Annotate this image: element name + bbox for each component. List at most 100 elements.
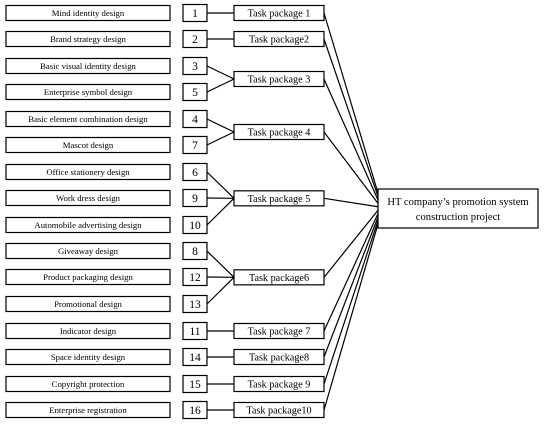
task-package-label: Task package 4 [248, 128, 311, 139]
package-to-goal-line [323, 223, 379, 411]
task-box [5, 242, 171, 260]
task-package-node: Task package 4 [233, 123, 325, 141]
task-box [5, 57, 171, 75]
task-row: Automobile advertising design 10 [5, 215, 208, 235]
package-to-goal-line [323, 131, 379, 204]
task-label: Indicator design [60, 326, 117, 336]
task-package-node: Task package 7 [233, 322, 325, 340]
task-number: 15 [189, 379, 201, 391]
task-number-box [182, 374, 208, 394]
task-label: Promotional design [54, 299, 122, 309]
task-to-package-line [206, 118, 235, 133]
task-row: Brand strategy design 2 [5, 29, 208, 49]
project-goal-node: HT company’s promotion system constructi… [377, 188, 539, 229]
task-label: Basic element combination design [28, 114, 148, 124]
task-package-node: Task package6 [233, 269, 325, 286]
task-box [5, 189, 171, 207]
task-number: 5 [192, 87, 198, 99]
package-to-goal-line [323, 38, 379, 197]
task-number-box [182, 135, 208, 155]
task-number: 9 [192, 193, 198, 205]
task-package-node: Task package 5 [233, 190, 325, 207]
task-label: Space identity design [51, 352, 126, 362]
task-label: Mind identity design [52, 8, 125, 18]
task-package-box [233, 70, 325, 88]
task-package-box [233, 190, 325, 207]
task-label: Enterprise registration [49, 405, 127, 415]
task-package-box [233, 348, 325, 366]
task-number-box [182, 56, 208, 76]
task-box [5, 110, 171, 128]
task-to-package-line [206, 250, 235, 278]
task-row: Promotional design 13 [5, 294, 208, 314]
task-box [5, 216, 171, 234]
package-to-goal-line [323, 209, 379, 278]
package-to-goal-line [323, 197, 379, 208]
task-label: Basic visual identity design [40, 61, 136, 71]
task-number-box [182, 294, 208, 314]
project-goal-box [377, 188, 539, 229]
task-package-label: Task package2 [249, 35, 309, 46]
task-label: Enterprise symbol design [44, 87, 133, 97]
task-row: Mind identity design 1 [5, 3, 208, 23]
task-number-box [182, 3, 208, 23]
task-row: Work dress design 9 [5, 188, 208, 208]
task-number: 3 [192, 61, 198, 73]
task-number: 7 [192, 140, 198, 152]
project-goal-line-1: HT company’s promotion system [387, 197, 529, 208]
task-box [5, 348, 171, 366]
task-box [5, 268, 171, 286]
task-row: Office stationery design 6 [5, 162, 208, 182]
task-number: 6 [192, 167, 198, 179]
task-number: 10 [189, 220, 201, 232]
task-package-box [233, 30, 325, 48]
task-to-package-line [206, 276, 235, 305]
task-box [5, 401, 171, 419]
task-package-node: Task package 9 [233, 375, 325, 393]
task-box [5, 30, 171, 48]
task-label: Brand strategy design [50, 34, 126, 44]
task-label: Office stationery design [46, 167, 130, 177]
task-package-node: Task package 1 [233, 4, 325, 22]
task-box [5, 163, 171, 181]
task-number-box [182, 29, 208, 49]
task-box [5, 4, 171, 22]
task-row: Mascot design 7 [5, 135, 208, 155]
task-row: Giveaway design 8 [5, 241, 208, 261]
task-number: 8 [192, 246, 198, 258]
task-box [5, 375, 171, 393]
task-row: Copyright protection 15 [5, 374, 208, 394]
task-number-box [182, 347, 208, 367]
task-number: 12 [189, 272, 201, 284]
task-to-package-line [206, 65, 235, 80]
task-to-package-line [206, 171, 235, 199]
task-label: Giveaway design [58, 246, 119, 256]
task-label: Mascot design [63, 140, 114, 150]
task-box [5, 295, 171, 313]
task-package-node: Task package2 [233, 30, 325, 48]
task-number-box [182, 400, 208, 420]
task-label: Copyright protection [52, 379, 125, 389]
task-box [5, 136, 171, 154]
task-package-box [233, 375, 325, 393]
task-label: Work dress design [56, 193, 121, 203]
task-to-package-line [206, 78, 235, 93]
task-package-box [233, 123, 325, 141]
package-to-goal-line [323, 213, 379, 332]
task-package-label: Task package 3 [248, 75, 311, 86]
task-number: 13 [189, 299, 201, 311]
task-label: Automobile advertising design [34, 220, 142, 230]
task-package-box [233, 269, 325, 286]
task-row: Enterprise symbol design 5 [5, 82, 208, 102]
task-package-box [233, 4, 325, 22]
task-number: 1 [192, 8, 198, 20]
task-package-label: Task package6 [249, 273, 309, 284]
task-to-package-line [206, 131, 235, 146]
task-number: 2 [192, 34, 198, 46]
